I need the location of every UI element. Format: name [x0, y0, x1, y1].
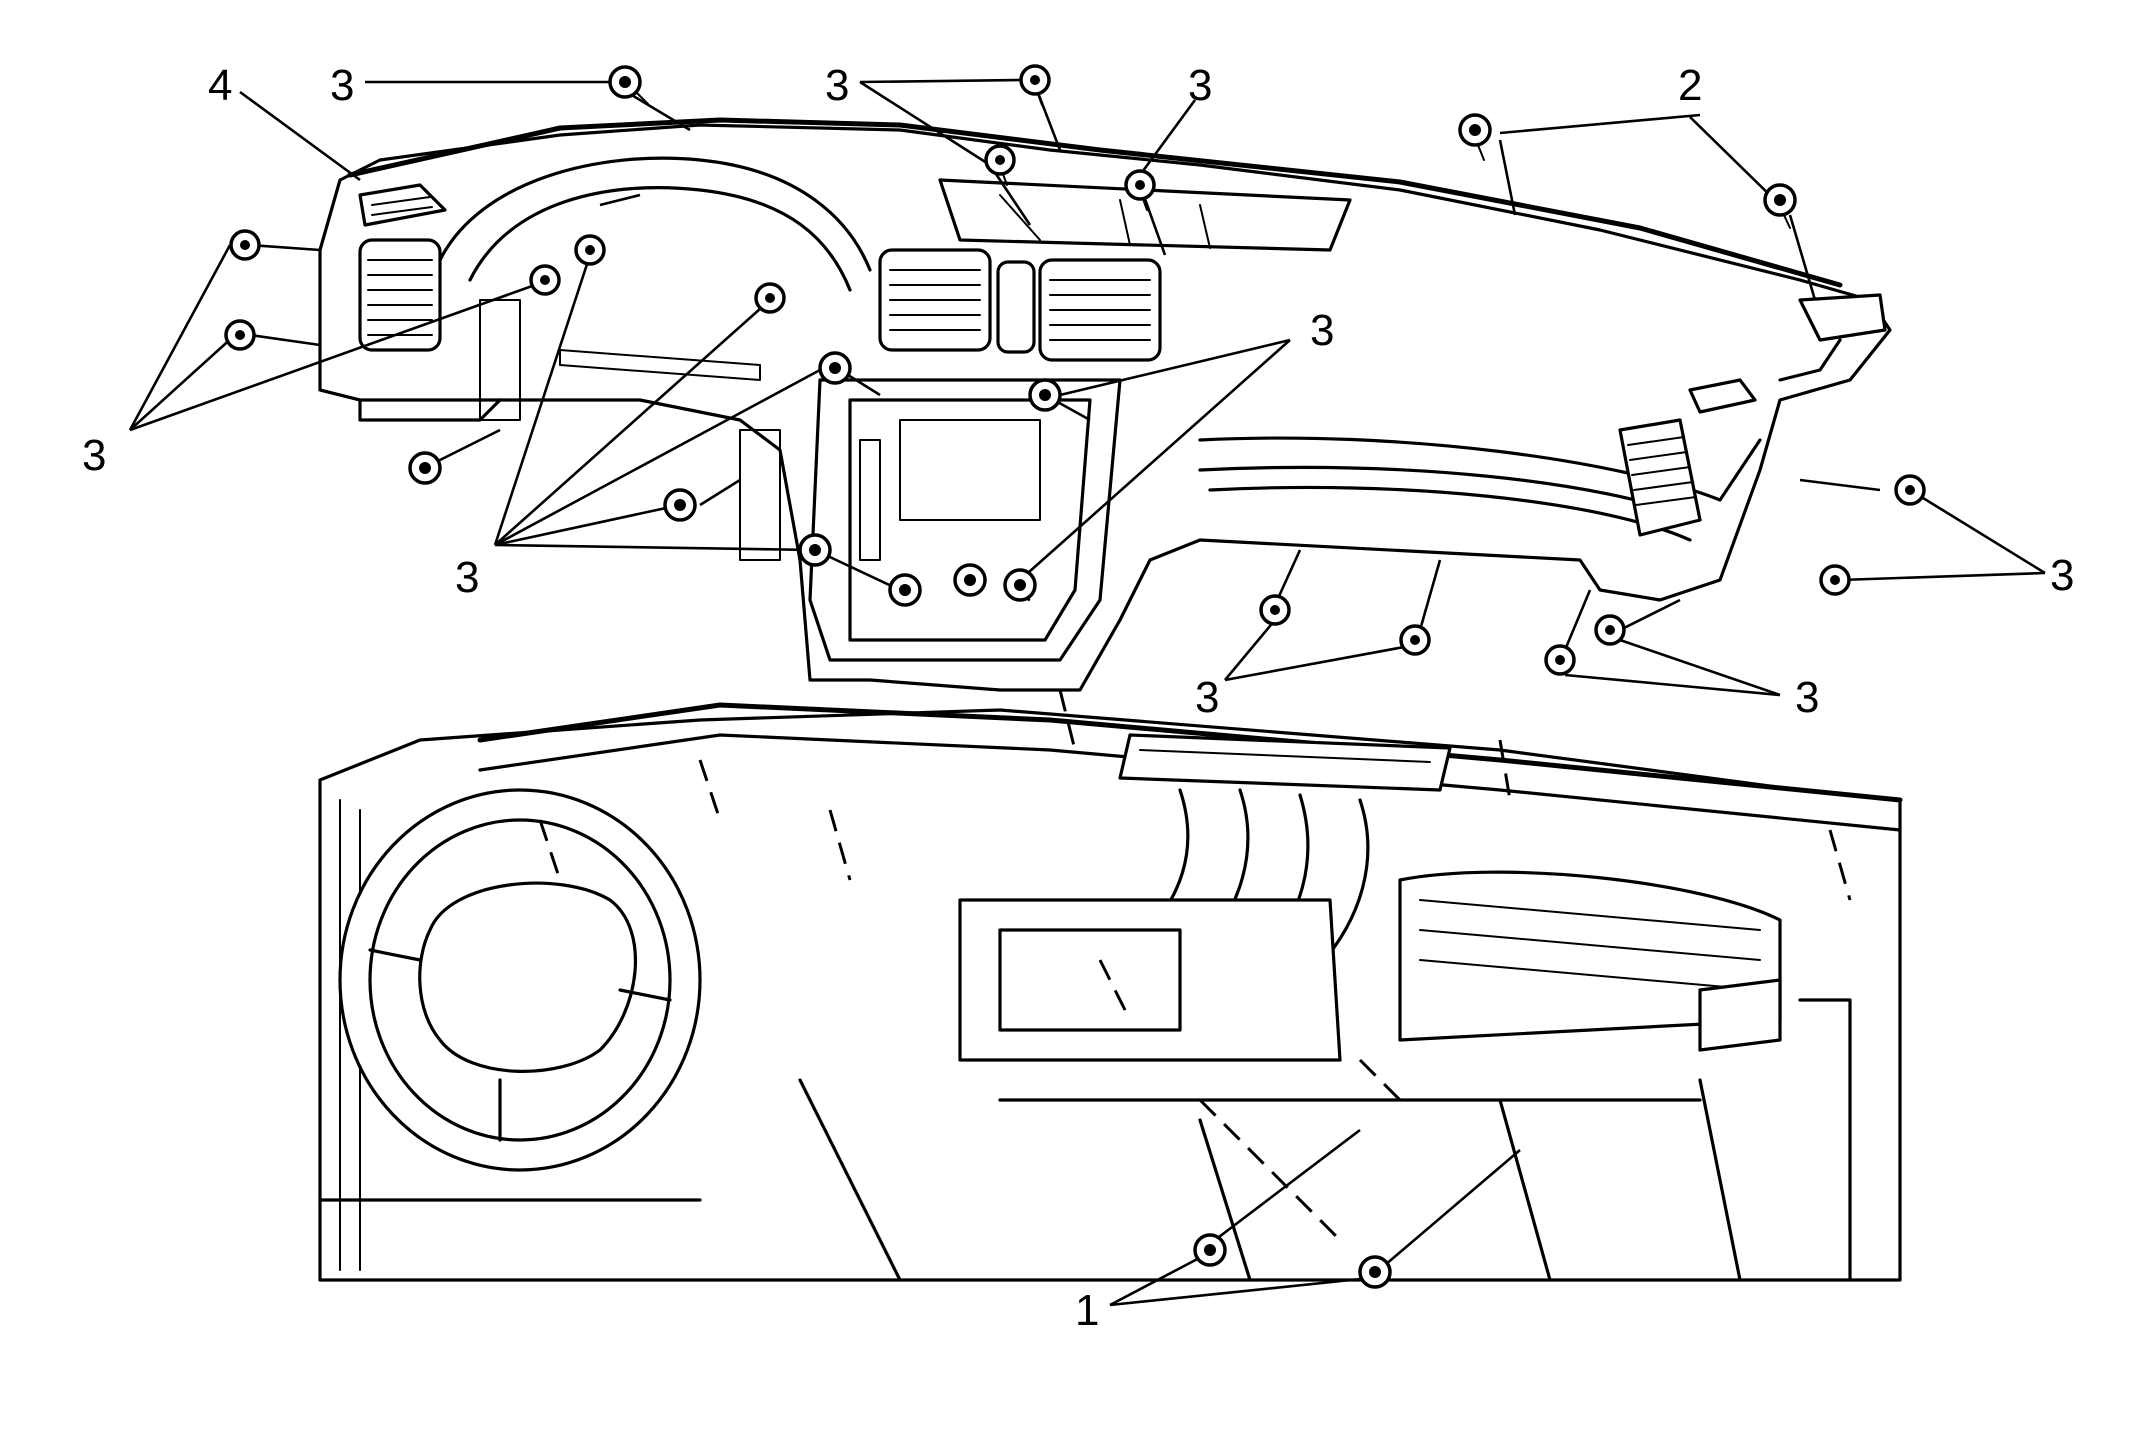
steering-wheel — [338, 788, 702, 1172]
callout-3: 3 — [1310, 306, 1334, 355]
bolt-icon — [984, 144, 1016, 186]
center-vents — [878, 248, 1162, 362]
cross-car-beam-lower — [318, 689, 1903, 1282]
bolt-icon — [229, 229, 261, 261]
bolt-icon — [1763, 183, 1797, 229]
bolt-icon — [798, 533, 832, 567]
bolt-icon — [1193, 1233, 1227, 1267]
bolt-icon — [1594, 614, 1626, 646]
bolt-icon — [818, 351, 852, 385]
bolt-icon — [1894, 474, 1926, 506]
bolt-icon — [1003, 568, 1037, 602]
bolt-icon — [1019, 64, 1051, 106]
callout-3: 3 — [1795, 673, 1819, 722]
bolt-icon — [1458, 113, 1492, 161]
bolt-icon — [1028, 378, 1062, 412]
callout-1: 1 — [1075, 1286, 1099, 1335]
callout-2: 2 — [1678, 61, 1702, 110]
bolt-icon — [224, 319, 256, 351]
bolt-icon — [1544, 644, 1576, 676]
callout-3: 3 — [2050, 551, 2074, 600]
bolt-icon — [754, 282, 786, 314]
bolt-icon — [574, 234, 606, 266]
callout-4: 4 — [208, 61, 232, 110]
fasteners — [224, 64, 1926, 1289]
callout-3: 3 — [1188, 61, 1212, 110]
callout-3: 3 — [1195, 673, 1219, 722]
callout-3: 3 — [455, 553, 479, 602]
bolt-icon — [1259, 594, 1291, 626]
left-vent — [358, 183, 447, 352]
leader-lines — [128, 78, 2046, 1307]
right-vent — [1618, 378, 1757, 537]
callout-3: 3 — [825, 61, 849, 110]
bolt-icon — [608, 65, 649, 105]
instrument-panel-upper — [318, 117, 1892, 692]
callout-3: 3 — [330, 61, 354, 110]
bolt-icon — [1819, 564, 1851, 596]
bolt-icon — [663, 488, 697, 522]
callout-3: 3 — [82, 431, 106, 480]
bolt-icon — [1124, 169, 1156, 211]
bolt-icon — [529, 264, 561, 296]
bolt-icon — [1399, 624, 1431, 656]
bolt-icon — [888, 573, 922, 607]
bolt-icon — [1358, 1255, 1392, 1289]
callout-labels: 4 3 3 3 2 3 3 3 3 3 3 1 — [82, 61, 2074, 1335]
bolt-icon — [953, 563, 987, 597]
bolt-icon — [408, 451, 442, 485]
